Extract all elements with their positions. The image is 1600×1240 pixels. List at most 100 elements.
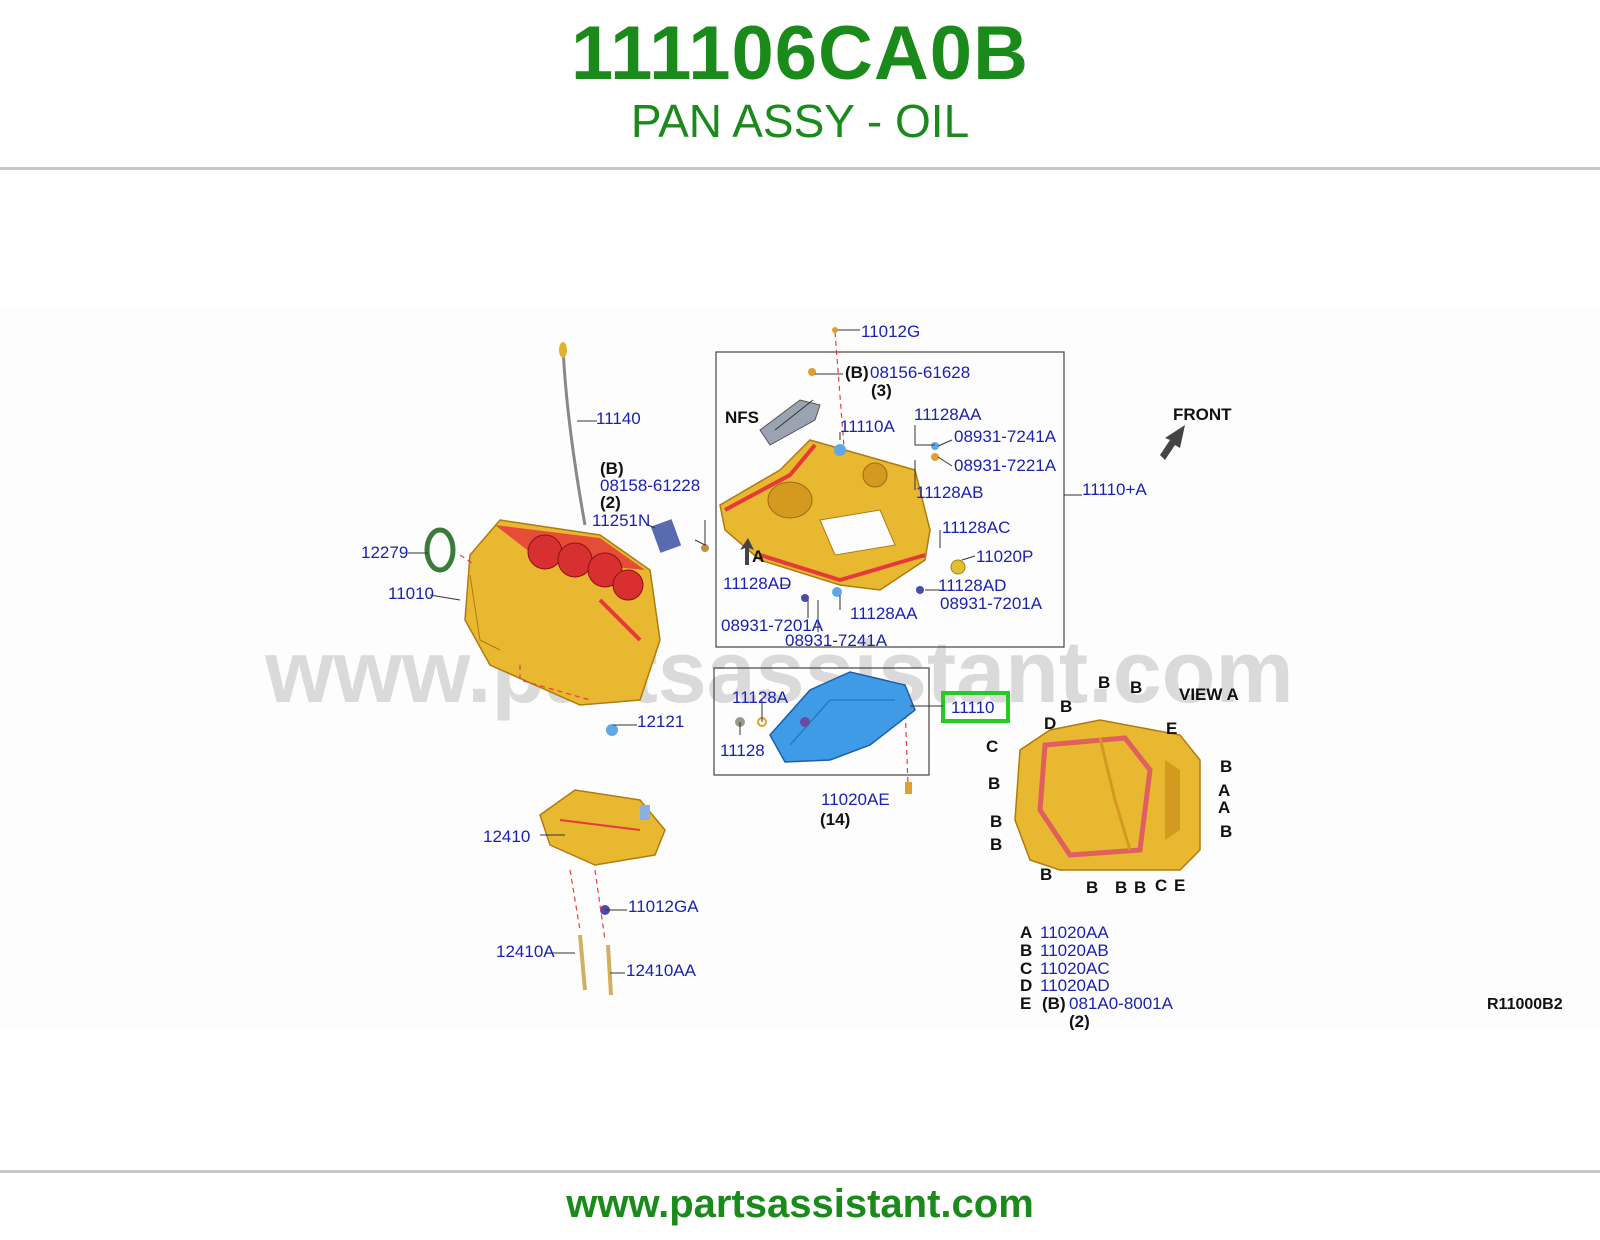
bolt-12410aa-part[interactable] bbox=[606, 944, 613, 996]
label-08156-qty: (3) bbox=[871, 381, 892, 400]
plug-08931-7201a-left-part[interactable] bbox=[801, 594, 809, 602]
label-08931-7201a-right[interactable]: 08931-7201A bbox=[940, 594, 1043, 613]
view-letter-a2: A bbox=[1218, 798, 1230, 817]
legend-code-c[interactable]: 11020AC bbox=[1040, 959, 1110, 978]
label-12410[interactable]: 12410 bbox=[483, 827, 530, 846]
legend-code-b[interactable]: 11020AB bbox=[1040, 941, 1109, 960]
legend-letter-a: A bbox=[1020, 923, 1032, 942]
label-08156-61628[interactable]: 08156-61628 bbox=[870, 363, 970, 382]
plug-11020p-part[interactable] bbox=[950, 559, 966, 575]
front-label: FRONT bbox=[1173, 405, 1232, 424]
label-12410aa[interactable]: 12410AA bbox=[626, 961, 697, 980]
view-letter-b7: B bbox=[1220, 822, 1232, 841]
lower-oil-pan-part[interactable] bbox=[769, 671, 916, 763]
label-12279[interactable]: 12279 bbox=[361, 543, 408, 562]
view-letter-b6: B bbox=[990, 812, 1002, 831]
view-letter-b8: B bbox=[990, 835, 1002, 854]
page-header: 111106CA0B PAN ASSY - OIL bbox=[0, 0, 1600, 168]
legend-letter-d: D bbox=[1020, 976, 1032, 995]
part-number-title: 111106CA0B bbox=[571, 11, 1029, 96]
label-08158-qty: (2) bbox=[600, 493, 621, 512]
label-08931-7201a-left[interactable]: 08931-7201A bbox=[721, 616, 824, 635]
view-letter-b10: B bbox=[1086, 878, 1098, 897]
highlighted-part-box[interactable] bbox=[941, 691, 1010, 723]
label-11010[interactable]: 11010 bbox=[388, 584, 434, 603]
label-08931-7241a-bottom[interactable]: 08931-7241A bbox=[785, 631, 888, 650]
label-11128ad-left[interactable]: 11128AD bbox=[723, 574, 791, 593]
dowel-11012g-part[interactable] bbox=[832, 327, 838, 333]
view-a-arrow-icon bbox=[740, 538, 754, 565]
plug-11110a-part[interactable] bbox=[834, 444, 846, 456]
label-12410a[interactable]: 12410A bbox=[496, 942, 555, 961]
label-nfs: NFS bbox=[725, 408, 759, 427]
legend-code-e[interactable]: 081A0-8001A bbox=[1069, 994, 1174, 1013]
view-letter-b5: B bbox=[988, 774, 1000, 793]
view-letter-b9: B bbox=[1040, 865, 1052, 884]
bolt-08158-part[interactable] bbox=[701, 544, 709, 552]
label-11128ab[interactable]: 11128AB bbox=[916, 483, 983, 502]
label-11128ac[interactable]: 11128AC bbox=[942, 518, 1010, 537]
plug-11128aa-bottom-part[interactable] bbox=[832, 587, 842, 597]
legend-qty-e: (2) bbox=[1069, 1012, 1090, 1030]
label-11251n[interactable]: 11251N bbox=[592, 511, 650, 530]
view-letter-b11: B bbox=[1115, 878, 1127, 897]
rear-oil-seal-part[interactable] bbox=[424, 527, 456, 573]
label-11128a[interactable]: 11128A bbox=[732, 688, 789, 707]
view-letter-a1: A bbox=[1218, 781, 1230, 800]
plug-08931-7201a-right-part[interactable] bbox=[916, 586, 924, 594]
label-11140[interactable]: 11140 bbox=[596, 409, 641, 428]
plug-08931-7221a-part[interactable] bbox=[931, 453, 939, 461]
label-12121[interactable]: 12121 bbox=[637, 712, 684, 731]
label-11020ae-qty: (14) bbox=[820, 810, 850, 829]
label-08931-7221a[interactable]: 08931-7221A bbox=[954, 456, 1057, 475]
legend-code-d[interactable]: 11020AD bbox=[1040, 976, 1110, 995]
view-letter-d: D bbox=[1044, 714, 1056, 733]
view-letter-b4: B bbox=[1220, 757, 1232, 776]
bolt-08156-part[interactable] bbox=[808, 368, 816, 376]
label-11128[interactable]: 11128 bbox=[720, 741, 765, 760]
label-11020p[interactable]: 11020P bbox=[976, 547, 1033, 566]
oil-filter-bracket-12121-part[interactable] bbox=[606, 724, 618, 736]
exploded-parts-diagram: www.partsassistant.com bbox=[0, 310, 1600, 1030]
part-name-subtitle: PAN ASSY - OIL bbox=[630, 95, 970, 147]
label-11128ad-right[interactable]: 11128AD bbox=[938, 576, 1006, 595]
legend-letter-c: C bbox=[1020, 959, 1032, 978]
legend-code-a[interactable]: 11020AA bbox=[1040, 923, 1109, 942]
view-letter-b3: B bbox=[1060, 697, 1072, 716]
label-11110a[interactable]: 11110A bbox=[840, 417, 895, 436]
bolt-12410a-part[interactable] bbox=[578, 934, 587, 991]
label-11110-plus-a[interactable]: 11110+A bbox=[1082, 480, 1147, 499]
footer-website-link[interactable]: www.partsassistant.com bbox=[566, 1182, 1034, 1226]
legend-letter-e: E bbox=[1020, 994, 1031, 1013]
upper-oil-pan-part[interactable] bbox=[719, 439, 931, 591]
view-letter-b12: B bbox=[1134, 878, 1146, 897]
label-08158-b: (B) bbox=[600, 459, 624, 478]
cover-11251n-part[interactable] bbox=[650, 519, 682, 553]
view-a-illustration bbox=[1014, 719, 1201, 871]
dipstick-part[interactable] bbox=[559, 342, 587, 526]
label-08158-61228[interactable]: 08158-61228 bbox=[600, 476, 700, 495]
footer-divider bbox=[0, 1170, 1600, 1173]
ladder-frame-part[interactable] bbox=[539, 789, 666, 866]
watermark-text: www.partsassistant.com bbox=[264, 622, 1294, 721]
nfs-bracket-part[interactable] bbox=[759, 399, 821, 446]
label-11012ga[interactable]: 11012GA bbox=[628, 897, 699, 916]
label-11128aa-top[interactable]: 11128AA bbox=[914, 405, 982, 424]
drawing-code: R11000B2 bbox=[1487, 996, 1563, 1013]
label-11110-highlighted[interactable]: 11110 bbox=[951, 698, 995, 717]
cylinder-block-part[interactable] bbox=[464, 519, 661, 706]
lower-oil-pan-frame bbox=[713, 667, 930, 776]
view-letter-e1: E bbox=[1166, 719, 1177, 738]
view-letter-b2: B bbox=[1130, 678, 1142, 697]
label-08931-7241a-top[interactable]: 08931-7241A bbox=[954, 427, 1057, 446]
view-letter-b1: B bbox=[1098, 673, 1110, 692]
bolt-11020ae-part[interactable] bbox=[905, 782, 912, 794]
upper-oil-pan-frame bbox=[715, 351, 1065, 648]
label-11012g[interactable]: 11012G bbox=[861, 322, 920, 341]
label-11020ae[interactable]: 11020AE bbox=[821, 790, 890, 809]
legend-letter-b: B bbox=[1020, 941, 1032, 960]
plug-08931-7241a-top-part[interactable] bbox=[931, 442, 939, 450]
label-arrow-a: A bbox=[752, 547, 764, 566]
label-11128aa-bottom[interactable]: 11128AA bbox=[850, 604, 918, 623]
view-letter-c2: C bbox=[1155, 876, 1167, 895]
